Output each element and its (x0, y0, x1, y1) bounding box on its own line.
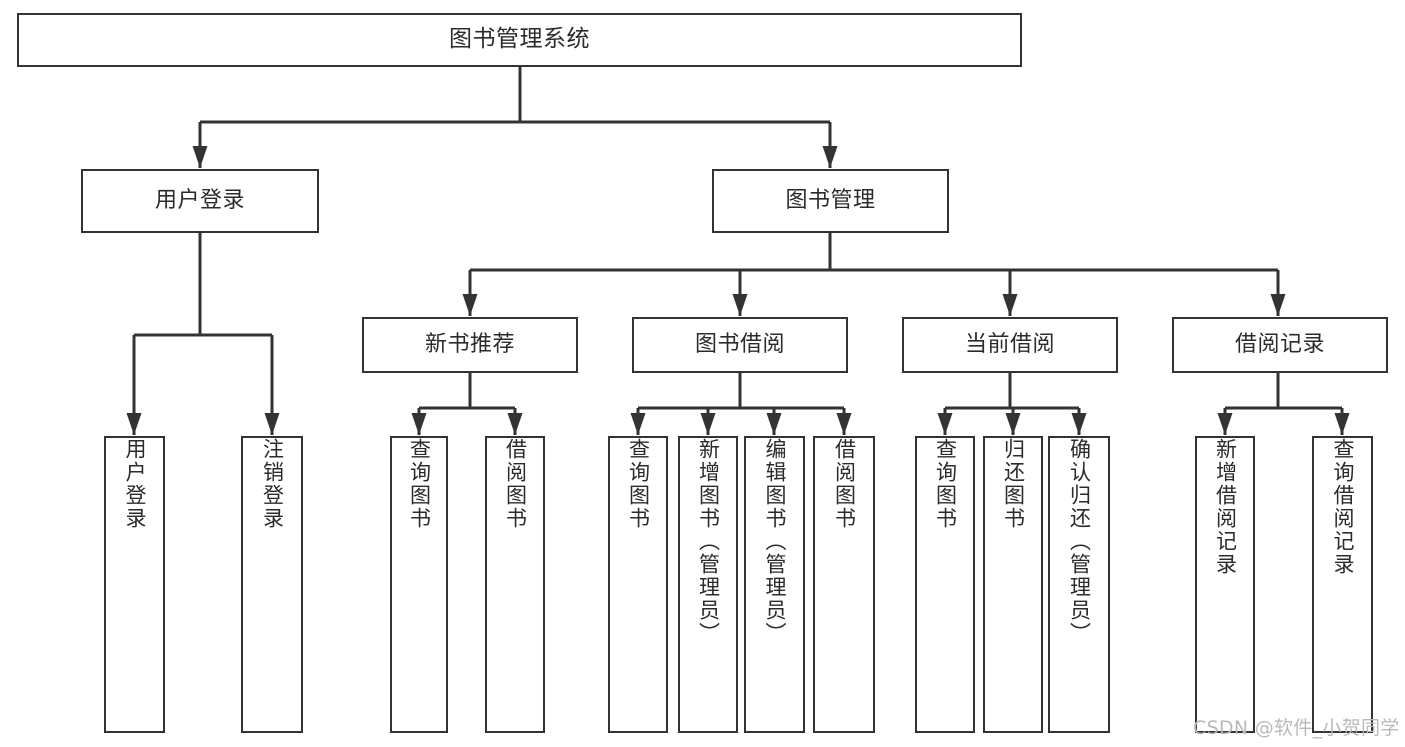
node-borrow-record-label: 借阅记录 (1234, 332, 1325, 358)
node-leaf-borrow-book-1-label: 借阅图书 (503, 438, 528, 530)
node-borrow-record[interactable]: 借阅记录 (1172, 317, 1388, 373)
node-current-borrow[interactable]: 当前借阅 (902, 317, 1118, 373)
node-leaf-add-book-label: 新增图书（管理员） (696, 438, 721, 645)
node-leaf-logout[interactable]: 注销登录 (241, 436, 303, 733)
node-leaf-query-book-3-label: 查询图书 (933, 438, 958, 530)
node-book-borrow[interactable]: 图书借阅 (632, 317, 848, 373)
node-leaf-add-record[interactable]: 新增借阅记录 (1195, 436, 1255, 733)
node-user-login-label: 用户登录 (154, 188, 245, 214)
node-user-login[interactable]: 用户登录 (81, 169, 319, 233)
node-leaf-borrow-book-1[interactable]: 借阅图书 (485, 436, 545, 733)
node-leaf-user-login[interactable]: 用户登录 (104, 436, 165, 733)
node-new-book-recommend-label: 新书推荐 (424, 332, 515, 358)
node-current-borrow-label: 当前借阅 (964, 332, 1055, 358)
node-leaf-add-record-label: 新增借阅记录 (1213, 438, 1238, 576)
node-root-system[interactable]: 图书管理系统 (17, 13, 1022, 67)
csdn-watermark: CSDN @软件_小贺同学 (1193, 717, 1400, 739)
node-book-borrow-label: 图书借阅 (694, 332, 785, 358)
node-leaf-borrow-book-2[interactable]: 借阅图书 (813, 436, 875, 733)
node-new-book-recommend[interactable]: 新书推荐 (362, 317, 578, 373)
node-leaf-query-book-2-label: 查询图书 (626, 438, 651, 530)
node-leaf-return-book-label: 归还图书 (1001, 438, 1026, 530)
node-leaf-borrow-book-2-label: 借阅图书 (832, 438, 857, 530)
node-leaf-add-book[interactable]: 新增图书（管理员） (678, 436, 738, 733)
node-leaf-query-book-3[interactable]: 查询图书 (915, 436, 975, 733)
node-book-manage[interactable]: 图书管理 (712, 169, 949, 233)
node-leaf-logout-label: 注销登录 (260, 438, 285, 530)
node-leaf-edit-book[interactable]: 编辑图书（管理员） (744, 436, 805, 733)
node-leaf-confirm-return-label: 确认归还（管理员） (1067, 438, 1092, 645)
node-leaf-query-book-2[interactable]: 查询图书 (608, 436, 668, 733)
node-leaf-query-book-1-label: 查询图书 (407, 438, 432, 530)
node-root-system-label: 图书管理系统 (449, 26, 590, 53)
node-book-manage-label: 图书管理 (785, 188, 876, 214)
node-leaf-return-book[interactable]: 归还图书 (983, 436, 1043, 733)
node-leaf-query-book-1[interactable]: 查询图书 (390, 436, 448, 733)
node-leaf-query-record-label: 查询借阅记录 (1331, 438, 1356, 576)
node-leaf-edit-book-label: 编辑图书（管理员） (763, 438, 788, 645)
node-leaf-query-record[interactable]: 查询借阅记录 (1312, 436, 1373, 733)
node-leaf-confirm-return[interactable]: 确认归还（管理员） (1048, 436, 1110, 733)
node-leaf-user-login-label: 用户登录 (123, 438, 148, 530)
